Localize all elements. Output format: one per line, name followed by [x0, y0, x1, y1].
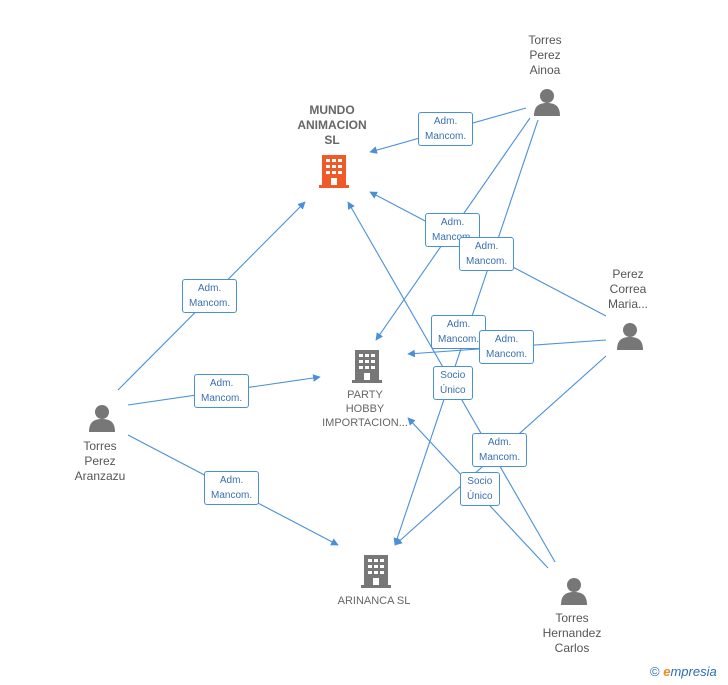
relation-badge[interactable]: Adm. Mancom. — [459, 237, 515, 271]
relation-badge[interactable]: Adm. Mancom. — [431, 315, 487, 349]
brand-initial: e — [663, 664, 671, 679]
building-icon[interactable] — [352, 348, 382, 384]
company-party-hobby-label[interactable]: PARTY HOBBY IMPORTACION... — [322, 389, 408, 429]
company-arinanca-label[interactable]: ARINANCA SL — [337, 595, 411, 607]
person-ainoa-label[interactable]: Torres Perez Ainoa — [528, 33, 562, 77]
relation-badge[interactable]: Adm. Mancom. — [204, 471, 260, 505]
person-icon[interactable] — [616, 322, 644, 350]
person-icon[interactable] — [88, 404, 116, 432]
brand-name: mpresia — [670, 664, 717, 679]
person-maria-label[interactable]: Perez Correa Maria... — [607, 267, 648, 311]
company-mundo-animacion-label[interactable]: MUNDO ANIMACION SL — [297, 103, 367, 147]
relation-badge[interactable]: Adm. Mancom. — [418, 112, 474, 146]
relation-badge[interactable]: Adm. Mancom. — [182, 279, 238, 313]
copyright-icon: © — [650, 664, 660, 679]
brand-footer: © empresia — [650, 664, 717, 679]
person-icon[interactable] — [533, 88, 561, 116]
relation-badge[interactable]: Adm. Mancom. — [194, 374, 250, 408]
relation-badge[interactable]: Socio Único — [433, 366, 473, 400]
relation-badge[interactable]: Adm. Mancom. — [472, 433, 528, 467]
person-aranzazu-label[interactable]: Torres Perez Aranzazu — [74, 439, 126, 483]
building-icon[interactable] — [361, 553, 391, 589]
relation-badge[interactable]: Adm. Mancom. — [479, 330, 535, 364]
person-carlos-label[interactable]: Torres Hernandez Carlos — [542, 611, 602, 655]
person-icon[interactable] — [560, 577, 588, 605]
relation-badge[interactable]: Socio Único — [460, 472, 500, 506]
building-icon[interactable] — [319, 153, 349, 189]
